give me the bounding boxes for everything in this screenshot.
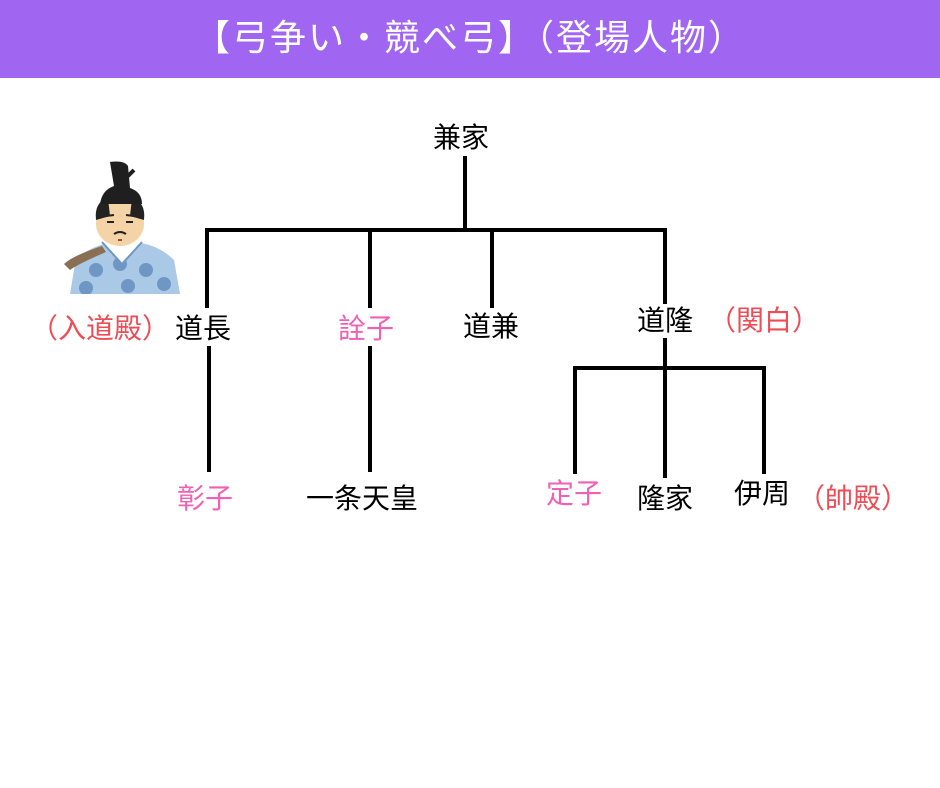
person-kaneie: 兼家 <box>433 121 490 154</box>
person-michinaga: 道長 <box>175 312 232 345</box>
person-ichijo-tenno: 一条天皇 <box>306 482 419 515</box>
person-akiko: 詮子 <box>338 312 395 345</box>
person-takaie: 隆家 <box>637 482 694 515</box>
title-nyudo-dono: （入道殿） <box>30 312 171 345</box>
person-michikane: 道兼 <box>463 310 520 343</box>
person-teishi: 定子 <box>546 477 603 510</box>
title-kanpaku: （関白） <box>708 304 821 337</box>
page-title: 【弓争い・競べ弓】（登場人物） <box>193 18 746 59</box>
title-banner: 【弓争い・競べ弓】（登場人物） <box>0 0 940 78</box>
person-shoshi: 彰子 <box>177 482 234 515</box>
title-sochi-dono: （帥殿） <box>797 482 910 515</box>
person-michitaka: 道隆 <box>637 304 694 337</box>
heian-noble-portrait-icon <box>64 161 180 294</box>
person-korechika: 伊周 <box>734 477 791 510</box>
